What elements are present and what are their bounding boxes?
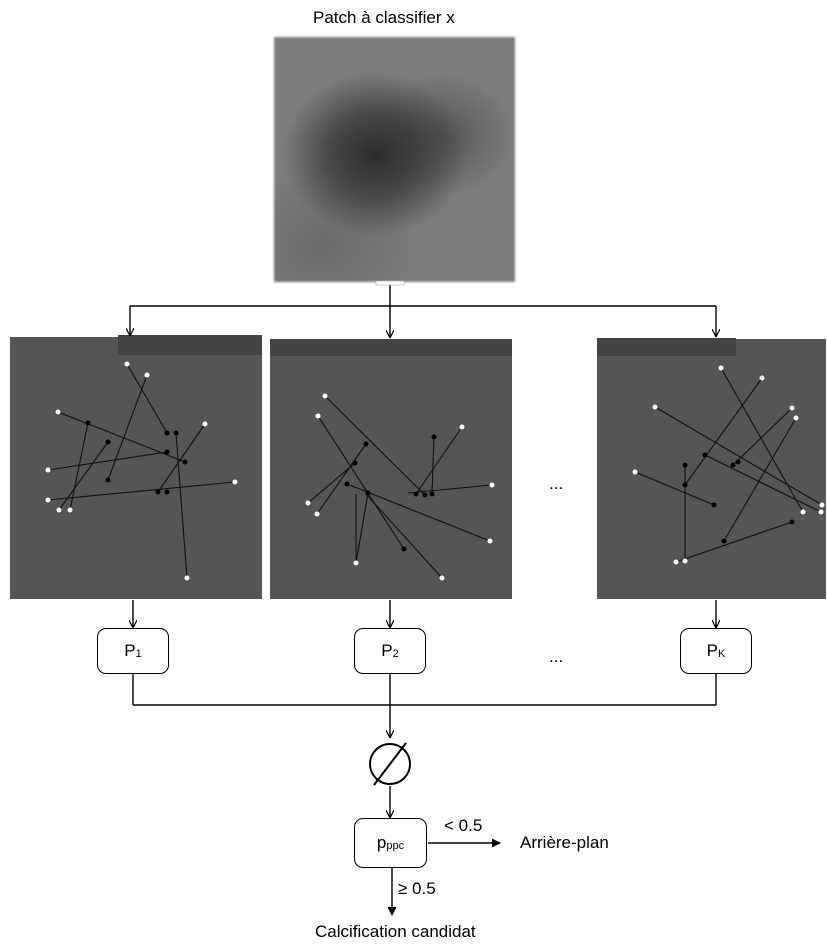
branch-high-label: Calcification candidat: [315, 922, 476, 941]
branch-low-label: Arrière-plan: [520, 833, 609, 852]
classifier-ellipsis: ...: [549, 647, 564, 666]
panel-1-points: [45, 361, 238, 581]
panel-k-pairs: [634, 367, 823, 563]
merge-connector: [132, 674, 717, 737]
empty-set-icon: [369, 742, 411, 786]
pairs-panel-1-bar: [118, 335, 262, 355]
diagram-title: Patch à classifier x: [313, 8, 455, 27]
split-connector: [130, 282, 716, 337]
panel-to-classifier-arrows: [133, 600, 716, 627]
classifier-1-label: P: [124, 641, 136, 660]
output-node-index: ppc: [386, 840, 405, 852]
branch-low-condition: < 0.5: [444, 816, 483, 835]
classifier-2-index: 2: [392, 648, 399, 660]
branch-high-condition: ≥ 0.5: [398, 879, 436, 898]
input-patch-image: [274, 37, 515, 282]
panel-ellipsis: ...: [549, 474, 564, 493]
pairs-panel-2-bar: [270, 339, 512, 356]
classifier-1-index: 1: [135, 648, 142, 660]
panel-k-points: [632, 365, 825, 565]
pairs-panel-2: [270, 341, 512, 599]
pairs-panel-1: [10, 337, 262, 599]
output-node-label: p: [376, 833, 387, 852]
classifier-2-label: P: [381, 641, 393, 660]
panel-2-pairs: [307, 395, 493, 579]
pairs-panel-k-bar: [597, 338, 736, 356]
pairs-panel-k: [597, 339, 826, 599]
panel-2-points: [305, 393, 495, 581]
patch-tab: [375, 280, 405, 286]
classifier-k-label: P: [706, 641, 718, 660]
panel-1-pairs: [47, 363, 236, 579]
classifier-k-index: K: [718, 648, 726, 660]
